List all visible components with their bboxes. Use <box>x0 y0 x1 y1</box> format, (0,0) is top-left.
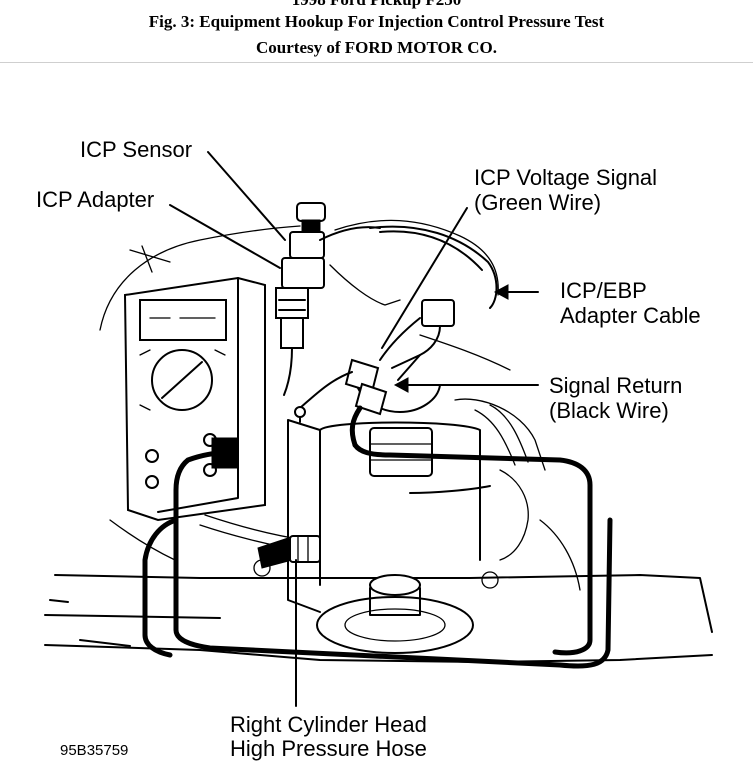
icp-sensor-leader <box>207 151 286 241</box>
label-icp-voltage-signal: ICP Voltage Signal <box>474 165 657 190</box>
figure-courtesy: Courtesy of FORD MOTOR CO. <box>256 38 497 57</box>
label-green-wire: (Green Wire) <box>474 190 601 215</box>
label-icp-sensor: ICP Sensor <box>80 137 192 162</box>
signal-wire-leads <box>294 358 388 448</box>
high-pressure-hose-fitting <box>257 535 321 569</box>
figure-title: Fig. 3: Equipment Hookup For Injection C… <box>148 12 605 31</box>
leader-lines <box>169 151 539 707</box>
label-high-pressure-hose: High Pressure Hose <box>230 736 427 761</box>
label-icp-ebp: ICP/EBP <box>560 278 647 303</box>
label-signal-return: Signal Return <box>549 373 682 398</box>
multimeter <box>123 276 266 522</box>
label-adapter-cable: Adapter Cable <box>560 303 701 328</box>
icp-voltage-signal-leader <box>381 207 468 349</box>
equipment-hookup-diagram: ICP Sensor ICP Adapter ICP Voltage Signa… <box>36 137 713 761</box>
adapter-cable-arrow <box>493 284 509 300</box>
label-icp-adapter: ICP Adapter <box>36 187 154 212</box>
figure-code: 95B35759 <box>60 742 128 759</box>
icp-adapter-leader <box>169 204 281 269</box>
label-black-wire: (Black Wire) <box>549 398 669 423</box>
test-lead-loop <box>142 442 613 669</box>
vehicle-title: 1998 Ford Pickup F250 <box>0 0 753 10</box>
signal-return-arrow <box>393 377 409 393</box>
adapter-cable <box>369 225 498 381</box>
label-right-cylinder-head: Right Cylinder Head <box>230 712 427 737</box>
figure-header: 1998 Ford Pickup F250 Fig. 3: Equipment … <box>0 0 753 63</box>
